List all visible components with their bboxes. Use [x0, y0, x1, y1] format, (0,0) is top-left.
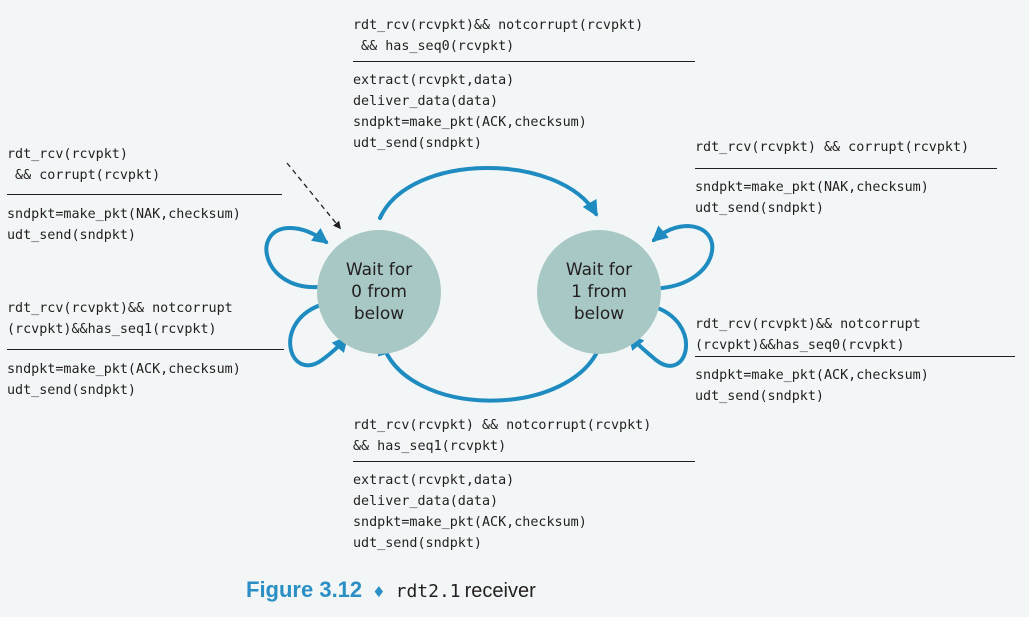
transition-right-lower-divider [695, 356, 1015, 357]
transition-bottom-action: extract(rcvpkt,data) deliver_data(data) … [353, 473, 587, 551]
selfloop-wait0-seq1 [288, 304, 349, 368]
arc-wait0-to-wait1 [378, 166, 598, 220]
transition-right-lower-event: rdt_rcv(rcvpkt)&& notcorrupt (rcvpkt)&&h… [695, 317, 921, 353]
selfloop-wait1-seq0 [627, 304, 689, 368]
transition-left-lower-action: sndpkt=make_pkt(ACK,checksum) udt_send(s… [7, 362, 241, 398]
state-wait-for-1-label: Wait for 1 from below [565, 260, 633, 324]
transition-right-upper-event: rdt_rcv(rcvpkt) && corrupt(rcvpkt) [695, 140, 970, 155]
state-wait-for-1: Wait for 1 from below [537, 230, 661, 354]
transition-top-divider [353, 61, 695, 62]
state-wait-for-0-label: Wait for 0 from below [345, 260, 413, 324]
transition-right-upper-action: sndpkt=make_pkt(NAK,checksum) udt_send(s… [695, 180, 929, 216]
transition-left-lower-divider [7, 349, 284, 350]
transition-left-upper-divider [7, 194, 282, 195]
caption-figure-number: Figure 3.12 [246, 577, 363, 602]
transition-top-action: extract(rcvpkt,data) deliver_data(data) … [353, 73, 587, 151]
figure-caption: Figure 3.12 ♦ rdt2.1 receiver [246, 577, 536, 603]
caption-text: receiver [464, 580, 536, 602]
transition-top-event: rdt_rcv(rcvpkt)&& notcorrupt(rcvpkt) && … [353, 18, 644, 54]
transition-left-lower-event: rdt_rcv(rcvpkt)&& notcorrupt (rcvpkt)&&h… [7, 301, 233, 337]
transition-right-upper-divider [695, 168, 997, 169]
transition-left-upper-action: sndpkt=make_pkt(NAK,checksum) udt_send(s… [7, 207, 241, 243]
arc-wait1-to-wait0 [377, 338, 603, 403]
transition-bottom-divider [353, 461, 695, 462]
selfloop-wait1-corrupt [651, 223, 715, 290]
selfloop-wait0-corrupt [264, 225, 329, 290]
transition-left-upper-event: rdt_rcv(rcvpkt) && corrupt(rcvpkt) [7, 147, 161, 183]
transition-bottom-event: rdt_rcv(rcvpkt) && notcorrupt(rcvpkt) &&… [353, 418, 652, 454]
caption-protocol-name: rdt2.1 [395, 581, 461, 602]
initial-state-arrow [286, 162, 341, 230]
caption-separator: ♦ [372, 583, 386, 601]
transition-right-lower-action: sndpkt=make_pkt(ACK,checksum) udt_send(s… [695, 368, 929, 404]
state-wait-for-0: Wait for 0 from below [317, 230, 441, 354]
